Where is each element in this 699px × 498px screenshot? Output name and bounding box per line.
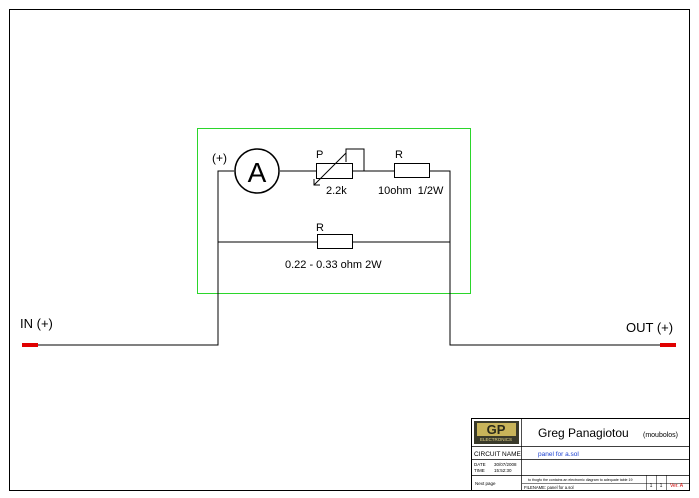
- series-resistor-value: 10ohm 1/2W: [378, 185, 444, 197]
- logo-text: GP: [487, 422, 506, 437]
- output-terminal[interactable]: [660, 343, 676, 347]
- circuit-name-value: panel for a.sol: [538, 451, 579, 458]
- potentiometer-value: 2.2k: [326, 185, 347, 197]
- author-name: Greg Panagiotou: [538, 426, 629, 440]
- output-label: OUT (+): [626, 320, 673, 335]
- series-resistor-designator: R: [395, 149, 403, 161]
- potentiometer-designator: P: [316, 149, 323, 161]
- ammeter-symbol: [234, 148, 280, 194]
- wires: [38, 148, 660, 346]
- wire-resistor-to-output: [430, 170, 660, 346]
- input-label: IN (+): [20, 316, 53, 331]
- shunt-resistor-symbol: [317, 234, 353, 249]
- series-resistor-symbol: [394, 163, 430, 178]
- ammeter-letter: A: [248, 157, 267, 188]
- author-nickname: (moubolos): [643, 432, 678, 439]
- time-value: 15:52:30: [494, 468, 512, 473]
- date-label: DATE: [474, 462, 486, 467]
- panel-outline: [197, 128, 471, 294]
- ammeter-polarity-label: (+): [212, 151, 227, 165]
- next-page-label: Next page: [475, 481, 496, 486]
- time-label: TIME: [474, 468, 485, 473]
- input-wire: [38, 170, 234, 346]
- potentiometer-symbol: [316, 163, 353, 179]
- page-total: 1: [660, 483, 663, 489]
- title-block: GP ELECTRONICS Greg Panagiotou (moubolos…: [471, 418, 690, 491]
- shunt-resistor-value: 0.22 - 0.33 ohm 2W: [285, 259, 382, 271]
- drawing-note: to thogfo the contains an electromic dia…: [528, 478, 633, 482]
- version-label: Ver. A: [670, 483, 684, 489]
- sheet-border: [9, 9, 690, 491]
- circuit-name-label: CIRCUIT NAME: [474, 451, 521, 458]
- potentiometer-arrow-line: [313, 152, 347, 186]
- date-value: 30/07/2008: [494, 462, 517, 467]
- potentiometer-arrow-foot: [313, 179, 320, 186]
- filename: FILENAME: panel for a.sol: [524, 485, 574, 490]
- logo-subtext: ELECTRONICS: [480, 437, 512, 442]
- input-terminal[interactable]: [22, 343, 38, 347]
- page-number: 1: [650, 483, 653, 489]
- pot-wiper-wire: [345, 148, 365, 171]
- shunt-resistor-designator: R: [316, 222, 324, 234]
